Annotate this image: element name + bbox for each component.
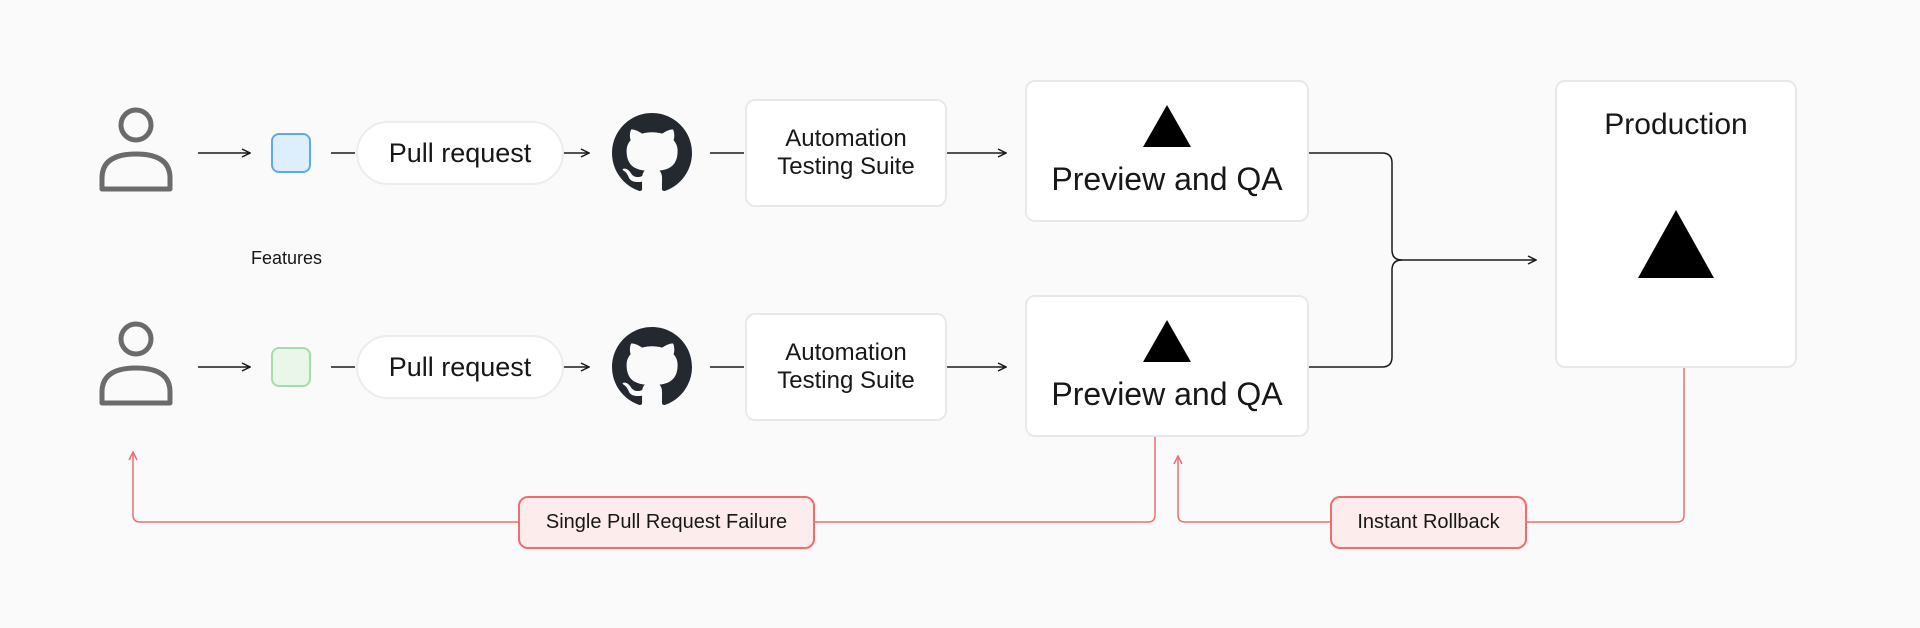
preview-qa-node: Preview and QA bbox=[1025, 80, 1309, 222]
preview-qa-label: Preview and QA bbox=[1051, 160, 1283, 197]
pull-request-node: Pull request bbox=[356, 121, 564, 185]
automation-testing-suite-node: Automation Testing Suite bbox=[745, 99, 947, 207]
single-pr-failure-label: Single Pull Request Failure bbox=[545, 511, 788, 533]
pull-request-label: Pull request bbox=[388, 137, 532, 168]
user-icon bbox=[99, 321, 173, 406]
vercel-triangle-icon bbox=[1638, 210, 1714, 278]
user-icon bbox=[99, 107, 173, 192]
preview-qa-label: Preview and QA bbox=[1051, 375, 1283, 412]
automation-testing-suite-node: Automation Testing Suite bbox=[745, 313, 947, 421]
pull-request-label: Pull request bbox=[388, 351, 532, 382]
features-label: Features bbox=[251, 248, 323, 268]
preview-qa-node: Preview and QA bbox=[1025, 295, 1309, 437]
vercel-triangle-icon bbox=[1143, 104, 1191, 147]
feature-box-blue bbox=[271, 133, 311, 173]
pull-request-node: Pull request bbox=[356, 335, 564, 399]
single-pr-failure-badge: Single Pull Request Failure bbox=[518, 496, 815, 549]
merge-connector-lower bbox=[1309, 259, 1403, 368]
production-node: Production bbox=[1555, 80, 1797, 368]
vercel-triangle-icon bbox=[1143, 319, 1191, 362]
production-label: Production bbox=[1604, 108, 1748, 141]
github-icon bbox=[612, 113, 692, 192]
instant-rollback-badge: Instant Rollback bbox=[1330, 496, 1527, 549]
instant-rollback-label: Instant Rollback bbox=[1357, 511, 1500, 533]
automation-testing-suite-label: Automation Testing Suite bbox=[777, 339, 915, 394]
feature-box-green bbox=[271, 347, 311, 387]
github-icon bbox=[612, 327, 692, 406]
merge-connector bbox=[1309, 152, 1536, 260]
automation-testing-suite-label: Automation Testing Suite bbox=[777, 125, 915, 180]
